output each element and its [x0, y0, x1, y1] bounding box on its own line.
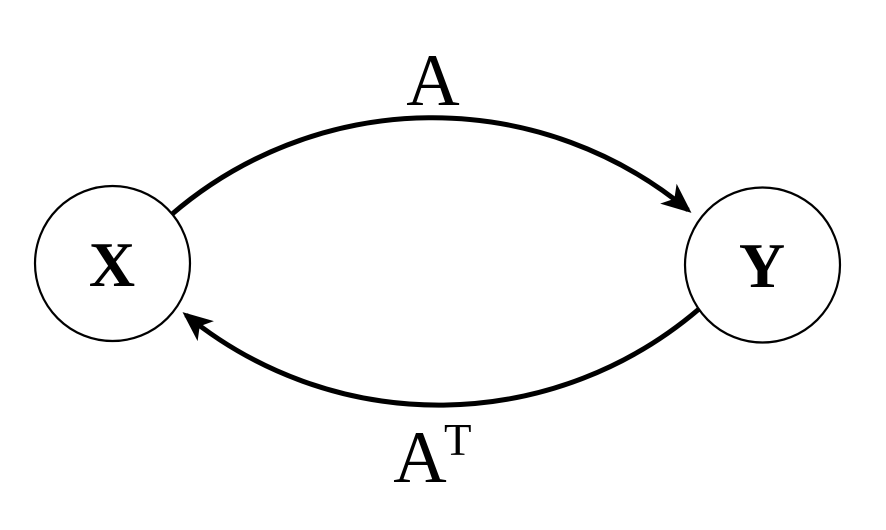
node-x-label: X — [89, 229, 135, 300]
edge-y-to-x-arrow — [182, 307, 701, 408]
edge-y-to-x-label-superscript: T — [444, 415, 472, 465]
edge-x-to-y-arrow — [169, 115, 692, 217]
node-x-circle — [33, 184, 192, 343]
edge-y-to-x-label-base: A — [393, 417, 446, 499]
edge-x-to-y-label: A — [406, 40, 459, 122]
node-y-label: Y — [739, 230, 785, 301]
node-y-circle — [683, 186, 842, 344]
